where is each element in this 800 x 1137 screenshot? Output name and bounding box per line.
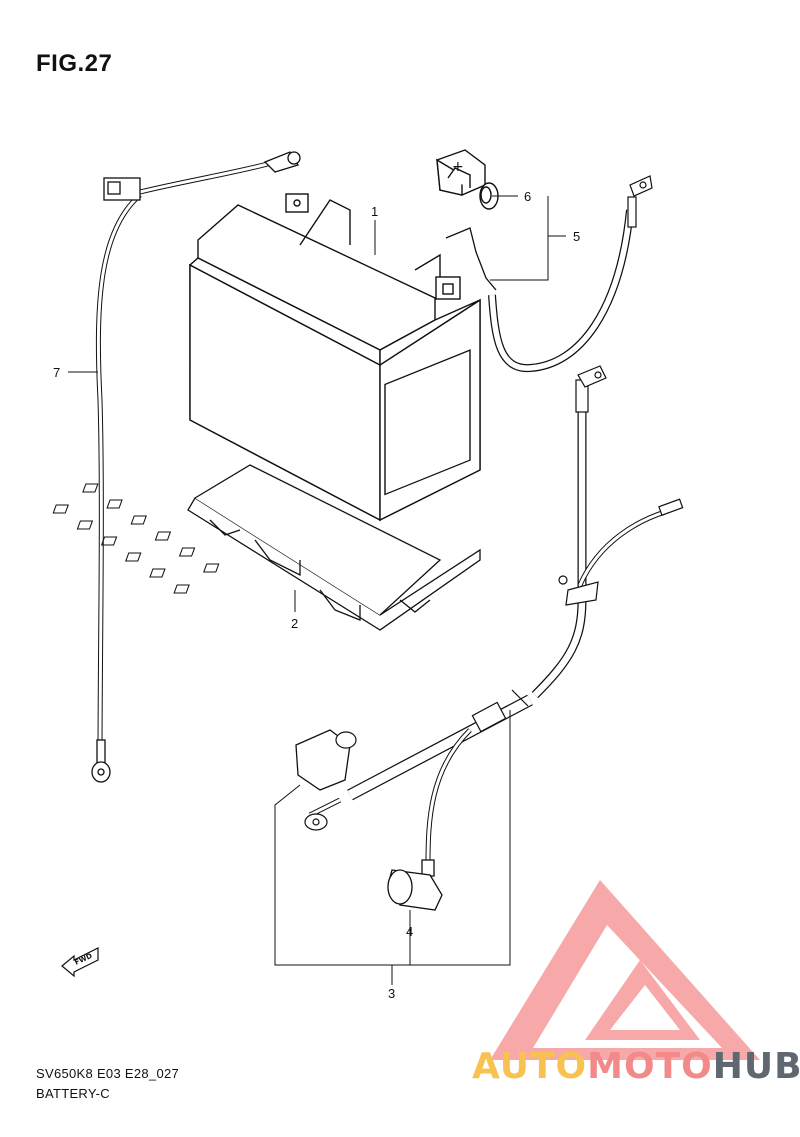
part-4-cap (387, 859, 443, 911)
part-3-harness (295, 365, 684, 866)
callout-1: 1 (371, 204, 379, 219)
brand-part-moto: MOTO (587, 1046, 713, 1087)
footer-section: BATTERY-C (36, 1086, 110, 1101)
brand-part-auto: AUTO (472, 1046, 588, 1087)
footer-model-code: SV650K8 E03 E28_027 (36, 1066, 180, 1081)
callout-2: 2 (291, 616, 299, 631)
callout-4: 4 (406, 924, 414, 939)
figure-title: FIG.27 (36, 50, 113, 77)
leader-lines (68, 195, 566, 985)
watermark-logo (490, 880, 760, 1060)
part-7-lead-wire (91, 151, 301, 783)
part-1-battery (188, 193, 481, 522)
plus-sign: + (452, 159, 464, 175)
part-6-terminal-cover: + (436, 149, 499, 210)
watermark-brand: AUTOMOTOHUB (472, 1046, 800, 1087)
part-5-battery-cable (445, 175, 653, 373)
callout-6: 6 (524, 189, 532, 204)
part-2-battery-tray (52, 464, 481, 631)
fwd-arrow-icon: FWD (61, 947, 99, 978)
callout-3: 3 (388, 986, 396, 1001)
callout-7: 7 (53, 365, 61, 380)
callout-5: 5 (573, 229, 581, 244)
brand-part-hub: HUB (712, 1046, 800, 1087)
